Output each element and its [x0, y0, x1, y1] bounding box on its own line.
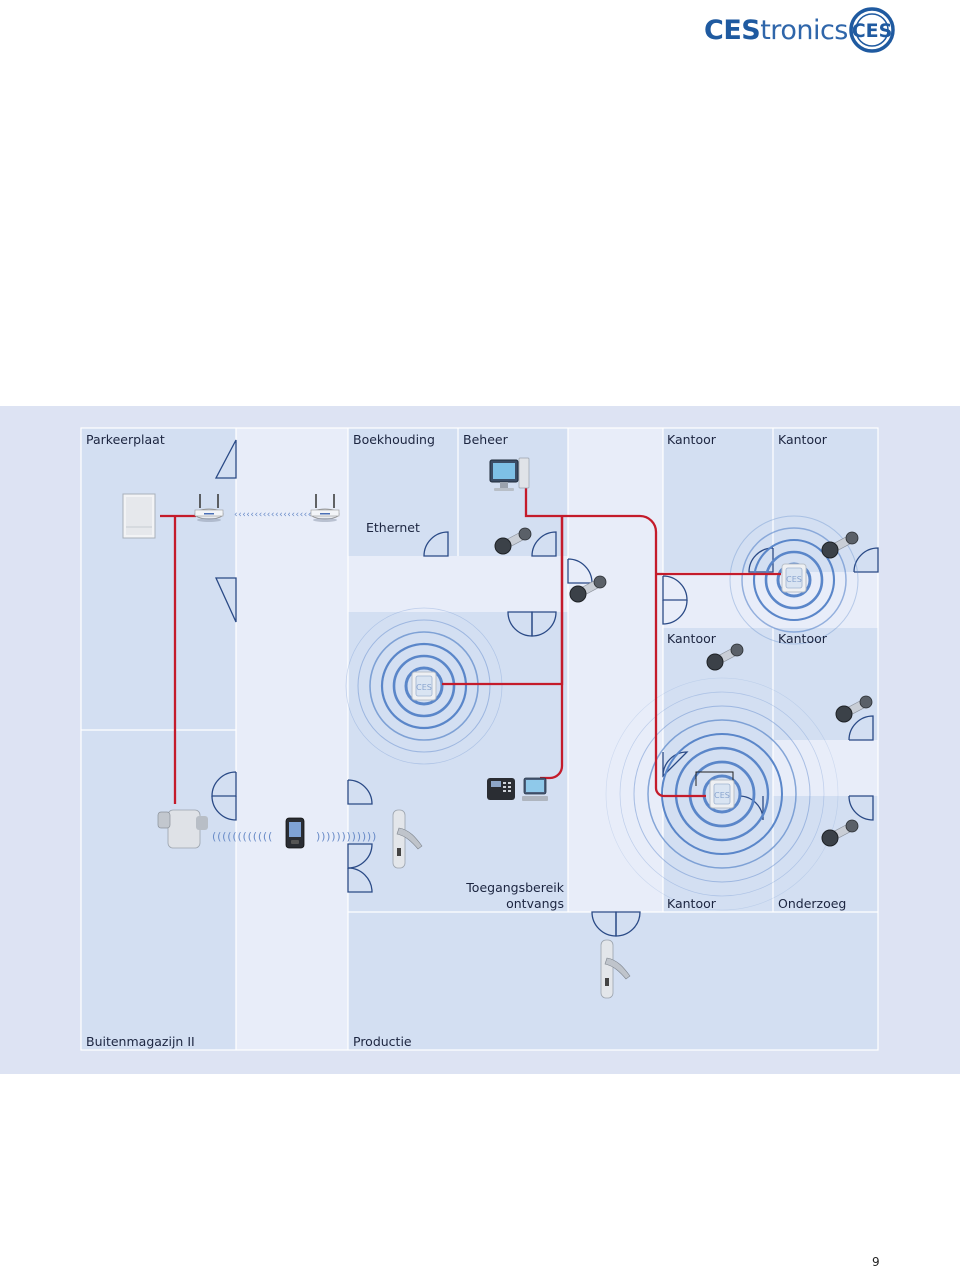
room-label-onderzoeg: Onderzoeg: [778, 896, 847, 911]
access-reader-icon: [411, 671, 437, 701]
computer-icon: [489, 457, 530, 491]
ethernet-cable: [160, 474, 781, 804]
desk-phone-icon: [487, 778, 515, 800]
room-label-beheer: Beheer: [463, 432, 508, 447]
room-label-parkeerplaat: Parkeerplaat: [86, 432, 165, 447]
access-reader-icon-2: [781, 563, 807, 593]
rooms: [81, 428, 878, 1050]
room-label-toegangsbereik: Toegangsbereik: [466, 880, 564, 895]
room-label-kantoor-2: Kantoor: [778, 432, 827, 447]
svg-text:)))))))))))): )))))))))))): [316, 830, 377, 843]
locking-cylinder-icon: [157, 809, 208, 849]
room-label-productie: Productie: [353, 1034, 412, 1049]
ethernet-label: Ethernet: [366, 520, 420, 535]
room-label-boekhouding: Boekhouding: [353, 432, 435, 447]
floor-plan: CES: [80, 427, 879, 1051]
room-label-ontvangs: ontvangs: [506, 896, 564, 911]
server-cabinet-icon: [122, 493, 156, 539]
room-label-buitenmagazijn: Buitenmagazijn II: [86, 1034, 195, 1049]
room-label-kantoor-5: Kantoor: [667, 896, 716, 911]
terminal-icon: [522, 777, 548, 801]
logo-wordmark: CEStronics: [704, 15, 848, 46]
wireless-signals: ‹‹‹‹‹‹‹‹‹‹‹‹‹‹‹‹‹‹‹‹‹‹ (((((((((((( ))))…: [212, 510, 377, 843]
ces-logo-icon: CES: [849, 7, 895, 53]
svg-text:CES: CES: [852, 20, 893, 42]
svg-text:‹‹‹‹‹‹‹‹‹‹‹‹‹‹‹‹‹‹‹‹‹‹: ‹‹‹‹‹‹‹‹‹‹‹‹‹‹‹‹‹‹‹‹‹‹: [234, 510, 324, 520]
doors: [211, 439, 879, 937]
room-label-kantoor-4: Kantoor: [778, 631, 827, 646]
reader-cable: [695, 771, 734, 786]
svg-text:((((((((((((: ((((((((((((: [212, 830, 273, 843]
cestronics-logo: CEStronics CES: [700, 6, 900, 53]
handheld-programmer-icon: [285, 817, 305, 849]
page-number: 9: [872, 1255, 880, 1269]
room-label-kantoor-3: Kantoor: [667, 631, 716, 646]
access-reader-icon-3: [709, 779, 735, 809]
room-walls: [80, 427, 879, 1051]
room-label-kantoor-1: Kantoor: [667, 432, 716, 447]
